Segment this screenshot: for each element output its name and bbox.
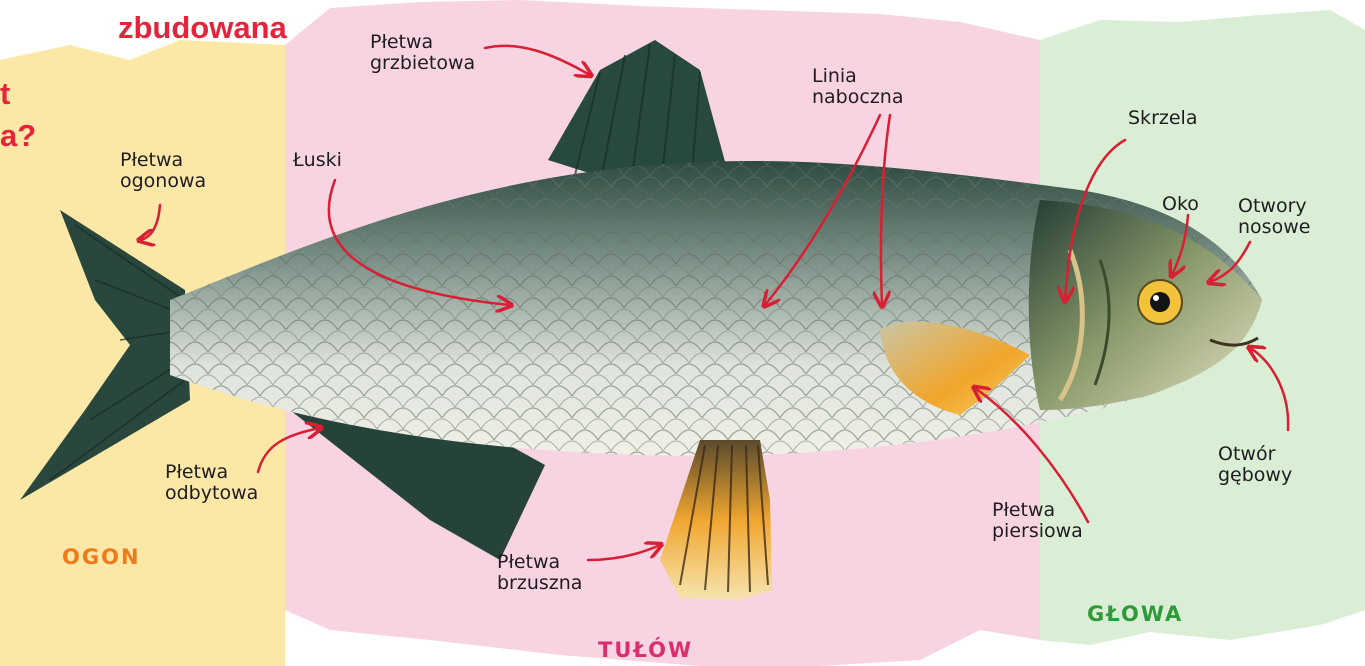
title-fragment-3: a? [0, 120, 36, 151]
label-skrzela: Skrzela [1128, 108, 1197, 129]
region-label-ogon: OGON [62, 545, 141, 569]
region-label-tulow: TUŁÓW [598, 638, 693, 662]
label-oko: Oko [1162, 194, 1199, 215]
region-label-glowa: GŁOWA [1087, 602, 1183, 626]
label-luski: Łuski [293, 150, 342, 171]
title-fragment-2: t [0, 78, 10, 109]
title-fragment-1: zbudowana [118, 12, 287, 43]
